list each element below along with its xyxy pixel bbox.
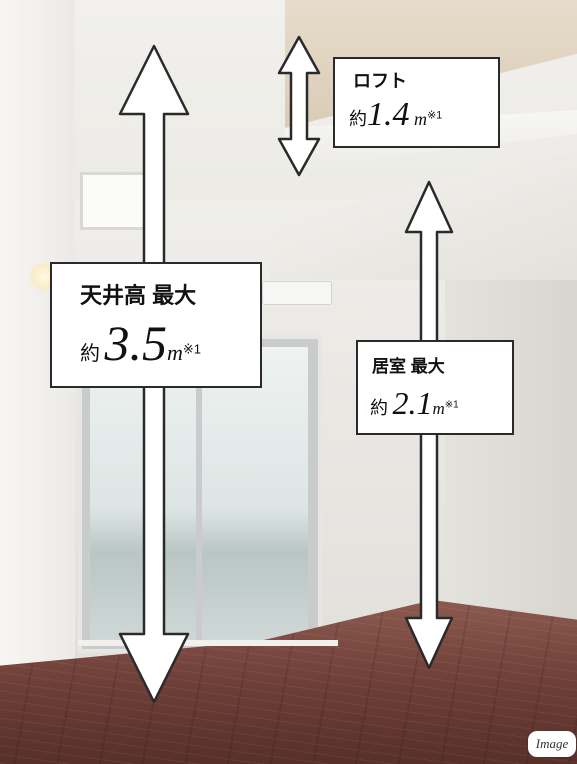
loft-height-unit: m	[413, 109, 427, 129]
room-height-prefix: 約	[370, 398, 388, 418]
room-height-label: 居室 最大 約 2.1m※1	[356, 340, 514, 435]
ceiling-height-note: ※1	[182, 341, 201, 357]
balcony-window	[78, 335, 322, 653]
loft-height-title: ロフト	[353, 71, 407, 91]
room-height-note: ※1	[444, 399, 459, 411]
window-pane-right	[202, 347, 308, 641]
ceiling-height-unit: m	[166, 340, 183, 365]
loft-height-value: 1.4	[367, 96, 410, 133]
room-height-unit: m	[432, 399, 445, 418]
room-height-title: 居室 最大	[372, 357, 445, 376]
room-height-value: 2.1	[392, 385, 433, 421]
loft-height-note: ※1	[426, 109, 443, 122]
image-badge: Image	[528, 731, 576, 757]
ceiling-height-label: 天井高 最大 約 3.5m※1	[50, 262, 262, 388]
room-height-value-row: 約 2.1m※1	[370, 386, 459, 420]
loft-height-label: ロフト 約1.4 m※1	[333, 57, 500, 148]
loft-height-value-row: 約1.4 m※1	[349, 97, 442, 133]
ceiling-height-value-row: 約 3.5m※1	[80, 318, 201, 368]
baseboard	[78, 640, 338, 646]
ceiling-height-title: 天井高 最大	[80, 283, 197, 308]
high-window	[80, 172, 154, 230]
right-wall	[445, 260, 577, 660]
loft-height-prefix: 約	[349, 109, 367, 129]
air-conditioner	[262, 281, 332, 305]
ceiling-height-value: 3.5	[104, 315, 167, 371]
ceiling-height-prefix: 約	[80, 343, 100, 365]
loft-height-arrow-icon	[277, 35, 321, 177]
